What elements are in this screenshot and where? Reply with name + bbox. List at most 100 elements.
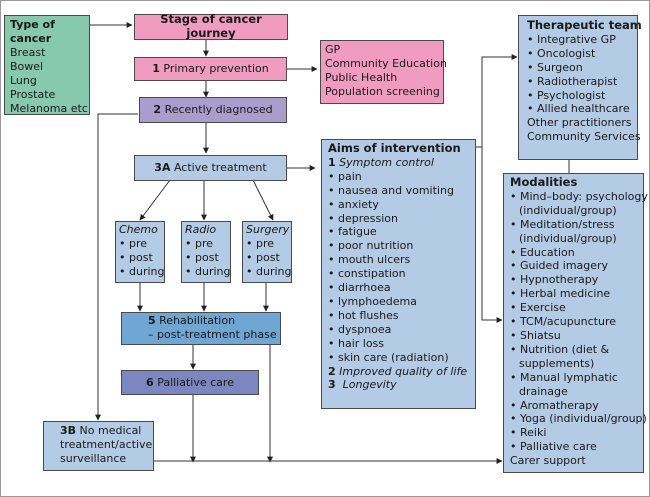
symptom-item: • anxiety [328,197,379,211]
modality-item: • TCM/acupuncture [510,315,617,329]
aim-label: Improved quality of life [339,364,468,378]
symptom-item: • diarrhoea [328,281,391,295]
aim-label: Symptom control [339,155,434,169]
team-list: • Integrative GP• Oncologist• Surgeon• R… [527,32,630,116]
stage-label: No medical treatment/active surveillance [60,424,153,465]
stage-label: Active treatment [173,161,267,175]
modality-item: • Aromatherapy [510,398,599,412]
aim-label: Longevity [342,378,397,392]
stage-header-title: Stage of cancer journey [160,12,262,40]
team-member: • Allied healthcare [527,102,630,116]
cancer-type: Prostate [10,87,56,101]
symptom-item: • pain [328,169,362,183]
modality-item: • Guided imagery [510,259,609,273]
modalities-extra: Carer support [510,454,586,468]
treatment-phase: post [129,250,153,264]
stage-header-box: Stage of cancer journey [134,12,288,40]
provider: GP [325,43,341,56]
stage-5-box: 5 Rehabilitation – post-treatment phase [121,312,281,345]
treatment-radio-box: Radio • pre • post • during [181,221,231,283]
team-member: • Oncologist [527,46,596,60]
symptom-item: • mouth ulcers [328,253,411,267]
stage-number: 3B [60,424,77,437]
modality-item: supplements) [519,356,595,370]
modality-item: • Palliative care [510,440,597,454]
treatment-chemo-box: Chemo • pre • post • during [115,221,165,283]
stage-label: Rehabilitation [159,314,236,327]
treatment-phase: during [256,264,292,278]
modality-item: • Herbal medicine [510,287,611,301]
symptom-item: • lymphoedema [328,294,417,308]
aims-title: Aims of intervention [328,141,461,155]
treatment-name: Radio [185,223,217,236]
treatment-phase: pre [129,236,148,250]
modalities-box: Modalities • Mind–body: psychology(indiv… [503,173,648,473]
team-member: • Integrative GP [527,32,616,46]
treatment-phase: post [195,250,219,264]
treatment-name: Chemo [119,223,158,236]
team-member: • Radiotherapist [527,74,618,88]
stage-3b-box: 3B No medical treatment/active surveilla… [43,421,154,471]
arrow-s3a-to-surgery [252,179,274,221]
arrow-aims-to-modalities [481,147,503,323]
cancer-type: Breast [10,46,46,59]
stage-number: 5 [148,314,156,327]
modality-item: • Yoga (individual/group) [510,412,647,426]
symptom-item: • poor nutrition [328,239,414,253]
modalities-list: • Mind–body: psychology(individual/group… [510,189,648,454]
arrow-s3a-to-chemo [139,179,171,221]
symptom-item: • depression [328,211,398,225]
stage-1-box: 1 Primary prevention [134,57,287,81]
treatment-phase: during [129,264,165,278]
symptom-item: • hair loss [328,336,385,350]
modality-item: • Meditation/stress [510,217,615,231]
therapeutic-team-box: Therapeutic team • Integrative GP• Oncol… [518,15,642,160]
modality-item: • Manual lymphatic [510,370,618,384]
treatment-surgery-box: Surgery • pre • post • during [242,221,292,283]
arrow-aims-to-team [475,54,518,148]
provider: Community Education [325,56,447,70]
cancer-type: Melanoma etc [10,101,88,115]
type-of-cancer-title: Type of cancer [10,18,55,45]
symptoms-list: • pain• nausea and vomiting• anxiety• de… [328,170,469,365]
prevention-providers-box: GP Community Education Public Health Pop… [320,40,447,104]
treatment-phase: during [195,264,231,278]
stage-3a-box: 3A Active treatment [134,155,287,181]
treatment-name: Surgery [246,223,290,236]
team-extra: Other practitioners [527,116,632,130]
treatment-phase: pre [195,236,214,250]
modality-item: • Shiatsu [510,328,561,342]
team-member: • Psychologist [527,88,606,102]
symptom-item: • hot flushes [328,308,399,322]
stage-number: 2 [153,103,162,117]
stage-label: Recently diagnosed [164,103,273,117]
type-of-cancer-box: Type of cancer Breast Bowel Lung Prostat… [4,15,90,115]
stage-number: 3A [154,161,171,175]
modality-item: • Exercise [510,301,566,315]
symptom-item: • constipation [328,267,406,281]
provider: Population screening [325,84,440,98]
stage-6-box: 6 Palliative care [121,370,259,395]
cancer-type: Bowel [10,59,44,73]
modality-item: (individual/group) [519,231,617,245]
symptom-item: • dyspnoea [328,322,392,336]
modality-item: • Education [510,245,575,259]
modality-item: • Hypnotherapy [510,273,599,287]
symptom-item: • fatigue [328,225,377,239]
treatment-phase: pre [256,236,275,250]
stage-label: Primary prevention [163,62,269,76]
modality-item: (individual/group) [519,203,617,217]
modality-item: • Mind–body: psychology [510,189,648,203]
treatment-phase: post [256,250,280,264]
stage-label-continued: – post-treatment phase [148,327,277,341]
modality-item: drainage [519,384,568,398]
cancer-type: Lung [10,73,37,87]
team-member: • Surgeon [527,60,583,74]
modality-item: • Reiki [510,426,547,440]
aims-of-intervention-box: Aims of intervention 1 Symptom control •… [321,139,476,409]
modalities-title: Modalities [510,175,578,189]
symptom-item: • nausea and vomiting [328,183,454,197]
stage-label: Palliative care [157,375,234,389]
team-extra: Community Services [527,130,641,144]
arrow-s2-to-s3b [95,113,138,421]
